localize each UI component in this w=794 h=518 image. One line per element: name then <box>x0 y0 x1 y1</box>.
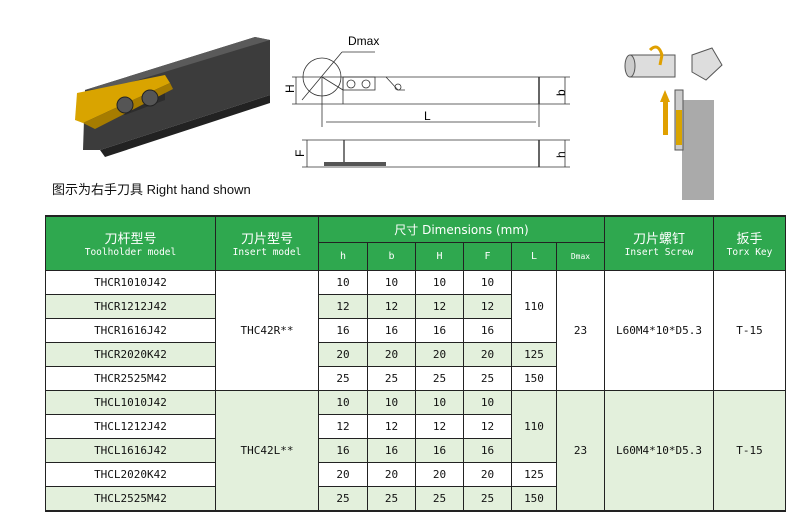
dim-b: 25 <box>367 485 416 511</box>
toolholder-model: THCR2525M42 <box>45 365 216 391</box>
dim-h: 25 <box>318 365 368 391</box>
dim-b: 10 <box>367 269 416 295</box>
dim-F: 10 <box>463 269 512 295</box>
dim-H: 25 <box>415 485 464 511</box>
toolholder-model: THCL2525M42 <box>45 485 216 511</box>
header-dmax: Dmax <box>556 241 605 271</box>
label-L: L <box>424 109 431 123</box>
right-hand-caption: 图示为右手刀具 Right hand shown <box>52 182 251 197</box>
dim-h: 10 <box>318 269 368 295</box>
toolholder-model: THCL1010J42 <box>45 389 216 415</box>
label-b: b <box>554 89 568 96</box>
dim-H: 16 <box>415 437 464 463</box>
dim-h: 25 <box>318 485 368 511</box>
toolholder-model: THCL2020K42 <box>45 461 216 487</box>
insert-model: THC42R** <box>215 269 319 391</box>
dim-L: 150 <box>511 485 557 511</box>
dim-b: 10 <box>367 389 416 415</box>
toolholder-model: THCL1212J42 <box>45 413 216 439</box>
dim-F: 25 <box>463 485 512 511</box>
toolholder-model: THCR2020K42 <box>45 341 216 367</box>
dim-L: 110 <box>511 269 557 343</box>
toolholder-model: THCR1010J42 <box>45 269 216 295</box>
dim-h: 20 <box>318 341 368 367</box>
tool-holder-photo <box>75 37 270 157</box>
insert-screw: L60M4*10*D5.3 <box>604 389 714 511</box>
dim-F: 12 <box>463 413 512 439</box>
insert-screw: L60M4*10*D5.3 <box>604 269 714 391</box>
dim-F: 20 <box>463 341 512 367</box>
dim-b: 20 <box>367 461 416 487</box>
insert-model: THC42L** <box>215 389 319 511</box>
dim-H: 20 <box>415 341 464 367</box>
dim-F: 12 <box>463 293 512 319</box>
dim-H: 20 <box>415 461 464 487</box>
dim-L: 125 <box>511 341 557 367</box>
header-H: H <box>415 241 464 271</box>
dim-L: 110 <box>511 389 557 463</box>
dim-h: 10 <box>318 389 368 415</box>
dim-b: 25 <box>367 365 416 391</box>
label-F: F <box>293 150 307 157</box>
header-L: L <box>511 241 557 271</box>
torx-key: T-15 <box>713 389 786 511</box>
label-H: H <box>283 84 297 93</box>
usage-illustration <box>624 45 723 200</box>
dim-F: 10 <box>463 389 512 415</box>
dim-h: 20 <box>318 461 368 487</box>
toolholder-model: THCL1616J42 <box>45 437 216 463</box>
header-b: b <box>367 241 416 271</box>
dim-h: 16 <box>318 317 368 343</box>
torx-key: T-15 <box>713 269 786 391</box>
header-dimensions: 尺寸 Dimensions (mm) <box>318 215 605 243</box>
dim-b: 20 <box>367 341 416 367</box>
dim-L: 125 <box>511 461 557 487</box>
dim-b: 16 <box>367 437 416 463</box>
dim-dmax: 23 <box>556 389 605 511</box>
dim-F: 20 <box>463 461 512 487</box>
dim-H: 25 <box>415 365 464 391</box>
dim-F: 25 <box>463 365 512 391</box>
dim-h: 12 <box>318 413 368 439</box>
dim-H: 16 <box>415 317 464 343</box>
dim-H: 10 <box>415 389 464 415</box>
toolholder-model: THCR1212J42 <box>45 293 216 319</box>
dim-L: 150 <box>511 365 557 391</box>
dim-h: 16 <box>318 437 368 463</box>
header-h: h <box>318 241 368 271</box>
header-F: F <box>463 241 512 271</box>
dim-h: 12 <box>318 293 368 319</box>
dim-F: 16 <box>463 317 512 343</box>
dim-dmax: 23 <box>556 269 605 391</box>
label-h: h <box>554 151 568 158</box>
dim-b: 12 <box>367 293 416 319</box>
dim-H: 12 <box>415 413 464 439</box>
dim-H: 10 <box>415 269 464 295</box>
dim-b: 16 <box>367 317 416 343</box>
dim-H: 12 <box>415 293 464 319</box>
dim-F: 16 <box>463 437 512 463</box>
toolholder-model: THCR1616J42 <box>45 317 216 343</box>
dim-b: 12 <box>367 413 416 439</box>
dimension-drawing: Dmax H L b F h <box>283 34 570 168</box>
label-dmax: Dmax <box>348 34 379 48</box>
